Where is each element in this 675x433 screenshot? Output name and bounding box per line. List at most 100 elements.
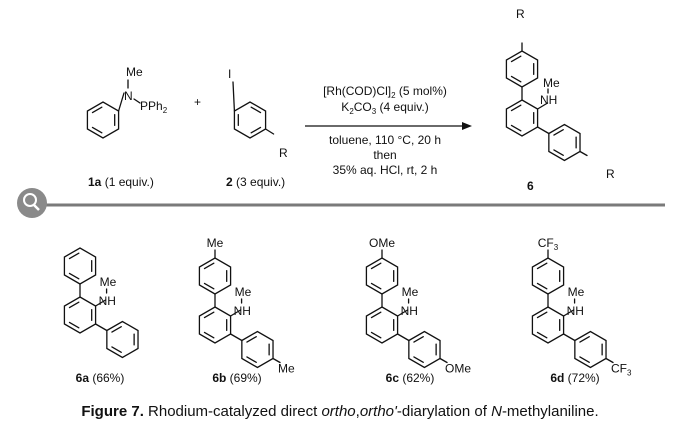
c-n-bond [562,309,575,317]
double-bond [111,346,122,353]
double-bond [203,262,215,270]
double-bond [510,124,522,132]
lower-aryl-ring [241,330,274,369]
r-label: R [279,146,288,160]
double-bond [536,331,548,339]
c-i-bond [232,81,236,112]
arrow-head-icon [462,122,472,130]
product-label-6b: 6b (69%) [212,371,261,385]
nh-label: NH [234,304,251,318]
figure-caption: Figure 7. Rhodium-catalyzed direct ortho… [81,403,598,420]
label-2: 2 (3 equiv.) [226,175,285,189]
lower-aryl-ring [548,123,581,162]
iodo-label: I [228,67,231,81]
nitrogen-label: N [124,89,133,103]
central-ring [63,296,97,334]
double-bond [246,336,257,343]
double-bond [510,75,522,83]
nh-label: NH [401,304,418,318]
product-methyl: Me [543,76,560,90]
c-r-bond [579,150,588,157]
double-bond [370,331,382,339]
n-p-bond [133,98,141,104]
top-substituent-label: Me [207,236,224,250]
upper-aryl-ring [63,247,97,285]
product-r-bottom: R [606,167,615,181]
nh-label: NH [99,294,116,308]
double-bond [553,129,564,136]
double-bond [203,311,215,319]
bottom-substituent-label: Me [278,362,295,376]
methyl-label: Me [568,285,585,299]
central-ring [531,306,565,344]
substituent-bond [272,357,281,364]
pph2-label: PPh2 [140,99,168,115]
c-n-bond [536,102,549,110]
double-bond [579,336,590,343]
lower-aryl-ring [106,320,139,359]
double-bond [91,106,103,114]
methyl-label: Me [126,65,143,79]
double-bond [203,282,215,290]
iodoarene-ring [233,101,267,139]
c-n-bond [229,309,242,317]
top-substituent-label: CF3 [538,236,559,252]
bottom-substituent-label: CF3 [611,362,632,378]
double-bond [413,356,424,363]
aryl-bond [94,323,108,332]
methyl-label: Me [235,285,252,299]
bond-lines [63,42,614,369]
phenyl-ring [86,101,120,139]
aryl-bond [536,126,550,135]
product-label-6c: 6c (62%) [386,371,435,385]
double-bond [68,301,80,309]
double-bond [68,321,80,329]
label-6: 6 [527,179,534,193]
top-substituent-label: OMe [369,236,395,250]
double-bond [510,104,522,112]
double-bond [370,282,382,290]
product-nh: NH [540,93,557,107]
double-bond [68,252,80,260]
aryl-bond [562,333,576,342]
double-bond [536,262,548,270]
double-bond [370,311,382,319]
plus-sign: + [194,95,201,109]
double-bond [250,106,262,114]
double-bond [510,55,522,63]
nh-label: NH [567,304,584,318]
double-bond [370,262,382,270]
double-bond [203,331,215,339]
c-r-bond [264,128,275,135]
substituent-bond [605,357,614,364]
double-bond [250,126,262,134]
label-1a: 1a (1 equiv.) [88,175,154,189]
product-label-6d: 6d (72%) [550,371,599,385]
condition-acid: 35% aq. HCl, rt, 2 h [333,163,438,177]
double-bond [553,149,564,156]
upper-aryl-ring [531,257,565,295]
product-label-6a: 6a (66%) [76,371,125,385]
upper-aryl-ring [505,50,539,88]
central-ring [505,99,539,137]
upper-aryl-ring [198,257,232,295]
lower-aryl-ring [574,330,607,369]
c-n-bond [94,299,107,307]
condition-base: K2CO3 (4 equiv.) [341,100,428,116]
central-ring [365,306,399,344]
double-bond [536,311,548,319]
methyl-label: Me [100,275,117,289]
double-bond [246,356,257,363]
double-bond [111,326,122,333]
lower-aryl-ring [408,330,441,369]
methyl-label: Me [402,285,419,299]
c-n-bond [396,309,409,317]
condition-then: then [373,148,396,162]
double-bond [413,336,424,343]
double-bond [536,282,548,290]
upper-aryl-ring [365,257,399,295]
double-bond [68,272,80,280]
central-ring [198,306,232,344]
magnifier-icon[interactable] [17,188,47,218]
